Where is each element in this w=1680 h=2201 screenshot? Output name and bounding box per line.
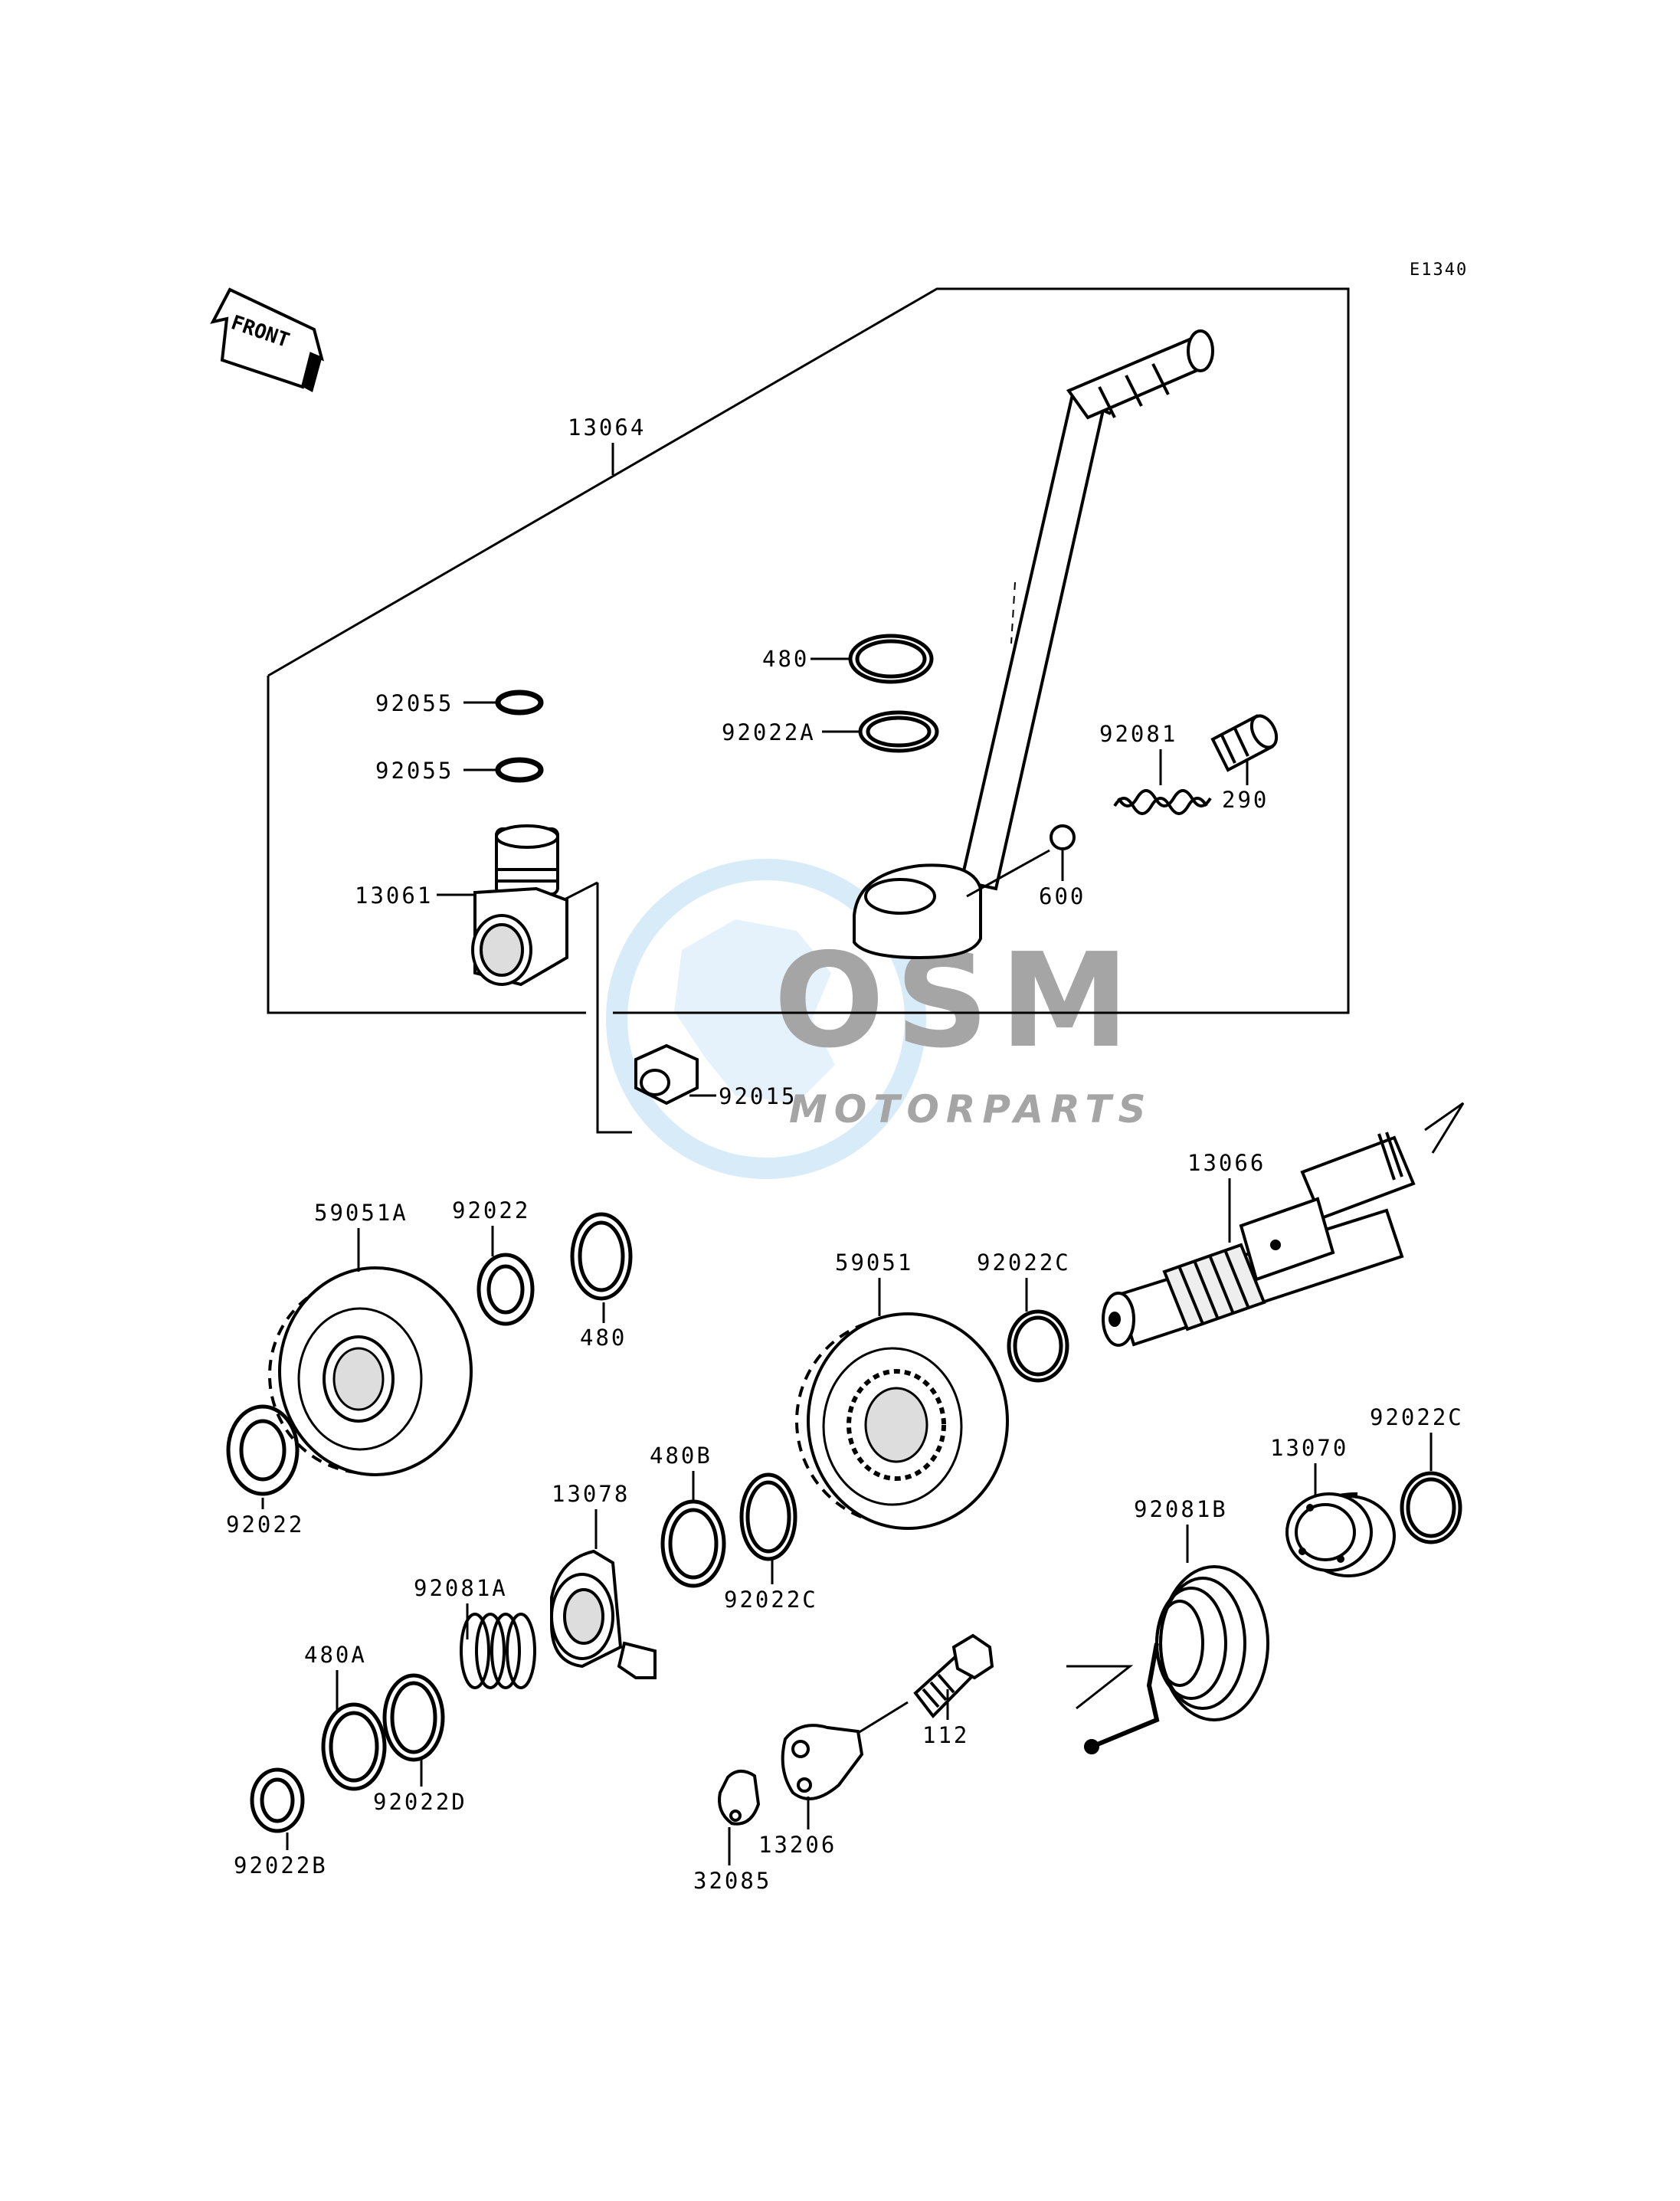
circlip-480-mid bbox=[570, 1212, 633, 1301]
label-92081A: 92081A bbox=[414, 1575, 508, 1601]
circlip-480B bbox=[660, 1499, 726, 1588]
label-600: 600 bbox=[1039, 883, 1086, 909]
spring-92081B bbox=[1084, 1565, 1269, 1754]
spring-92081 bbox=[1113, 789, 1212, 815]
label-92055-1: 92055 bbox=[375, 690, 454, 716]
label-92022-top: 92022 bbox=[452, 1197, 530, 1223]
label-92022C-3: 92022C bbox=[724, 1587, 818, 1613]
diagram-code: E1340 bbox=[1410, 260, 1468, 280]
label-480B: 480B bbox=[650, 1443, 712, 1469]
spring-axis-arrow bbox=[1066, 1665, 1134, 1710]
label-92022A: 92022A bbox=[722, 719, 816, 745]
label-92022C-2: 92022C bbox=[1370, 1404, 1464, 1430]
washer-92022C-3 bbox=[739, 1472, 797, 1561]
ratchet-13078 bbox=[550, 1549, 657, 1679]
label-13078: 13078 bbox=[552, 1481, 630, 1507]
label-480-top: 480 bbox=[762, 646, 809, 672]
watermark-subtitle: MOTORPARTS bbox=[789, 1087, 1153, 1132]
kick-pedal-lever bbox=[853, 329, 1214, 960]
o-ring-92055-2 bbox=[495, 757, 544, 783]
front-arrow-icon: FRONT bbox=[210, 287, 324, 392]
washer-92022C-1 bbox=[1007, 1309, 1069, 1383]
label-290: 290 bbox=[1222, 787, 1269, 813]
part-labels: 13064 480 92022A 92055 92055 92081 290 1… bbox=[226, 414, 1464, 1894]
assembly-box-13064 bbox=[267, 287, 1350, 1134]
label-13066: 13066 bbox=[1187, 1150, 1266, 1176]
label-92055-2: 92055 bbox=[375, 758, 454, 784]
gear-59051A bbox=[268, 1266, 473, 1476]
label-92022-left: 92022 bbox=[226, 1512, 304, 1538]
washer-92022D bbox=[382, 1673, 445, 1762]
circlip-480-top bbox=[848, 634, 934, 684]
label-92022B: 92022B bbox=[234, 1852, 328, 1878]
label-13064: 13064 bbox=[568, 414, 646, 441]
label-92022D: 92022D bbox=[373, 1789, 467, 1815]
label-13061: 13061 bbox=[355, 883, 433, 909]
gear-59051 bbox=[795, 1312, 1009, 1530]
watermark-globe bbox=[606, 859, 926, 1179]
label-32085: 32085 bbox=[693, 1868, 771, 1894]
label-112: 112 bbox=[922, 1722, 969, 1748]
pedal-boss-13061 bbox=[471, 824, 568, 987]
leader-600-to-lever bbox=[966, 849, 1050, 898]
label-92015: 92015 bbox=[719, 1083, 797, 1109]
spring-92081A bbox=[460, 1613, 536, 1689]
label-13206: 13206 bbox=[758, 1832, 837, 1858]
guide-13070 bbox=[1285, 1492, 1396, 1577]
washer-92022B bbox=[250, 1767, 305, 1833]
o-ring-92055-1 bbox=[495, 689, 544, 716]
stopper-32085 bbox=[718, 1770, 761, 1826]
circlip-480A bbox=[321, 1702, 387, 1791]
label-480-mid: 480 bbox=[580, 1325, 627, 1351]
leader-112-to-13206 bbox=[857, 1701, 909, 1734]
label-92022C-1: 92022C bbox=[977, 1250, 1071, 1276]
label-59051A: 59051A bbox=[314, 1200, 408, 1226]
washer-92022C-2 bbox=[1400, 1471, 1462, 1544]
label-13070: 13070 bbox=[1270, 1435, 1348, 1461]
nut-92015 bbox=[634, 1043, 699, 1105]
bolt-112 bbox=[913, 1633, 994, 1719]
shaft-axis-arrow bbox=[1424, 1102, 1465, 1154]
plate-13206 bbox=[781, 1724, 864, 1800]
washer-92022A bbox=[858, 710, 939, 753]
ball-600 bbox=[1050, 824, 1076, 850]
label-480A: 480A bbox=[304, 1642, 367, 1668]
label-92081: 92081 bbox=[1099, 721, 1177, 747]
label-92081B: 92081B bbox=[1134, 1496, 1228, 1522]
kick-shaft-13066 bbox=[1102, 1132, 1416, 1347]
washer-92022-left bbox=[226, 1404, 300, 1496]
watermark-continent bbox=[674, 919, 835, 1103]
label-59051: 59051 bbox=[835, 1250, 913, 1276]
pin-290 bbox=[1210, 714, 1279, 772]
washer-92022-top bbox=[476, 1253, 535, 1326]
